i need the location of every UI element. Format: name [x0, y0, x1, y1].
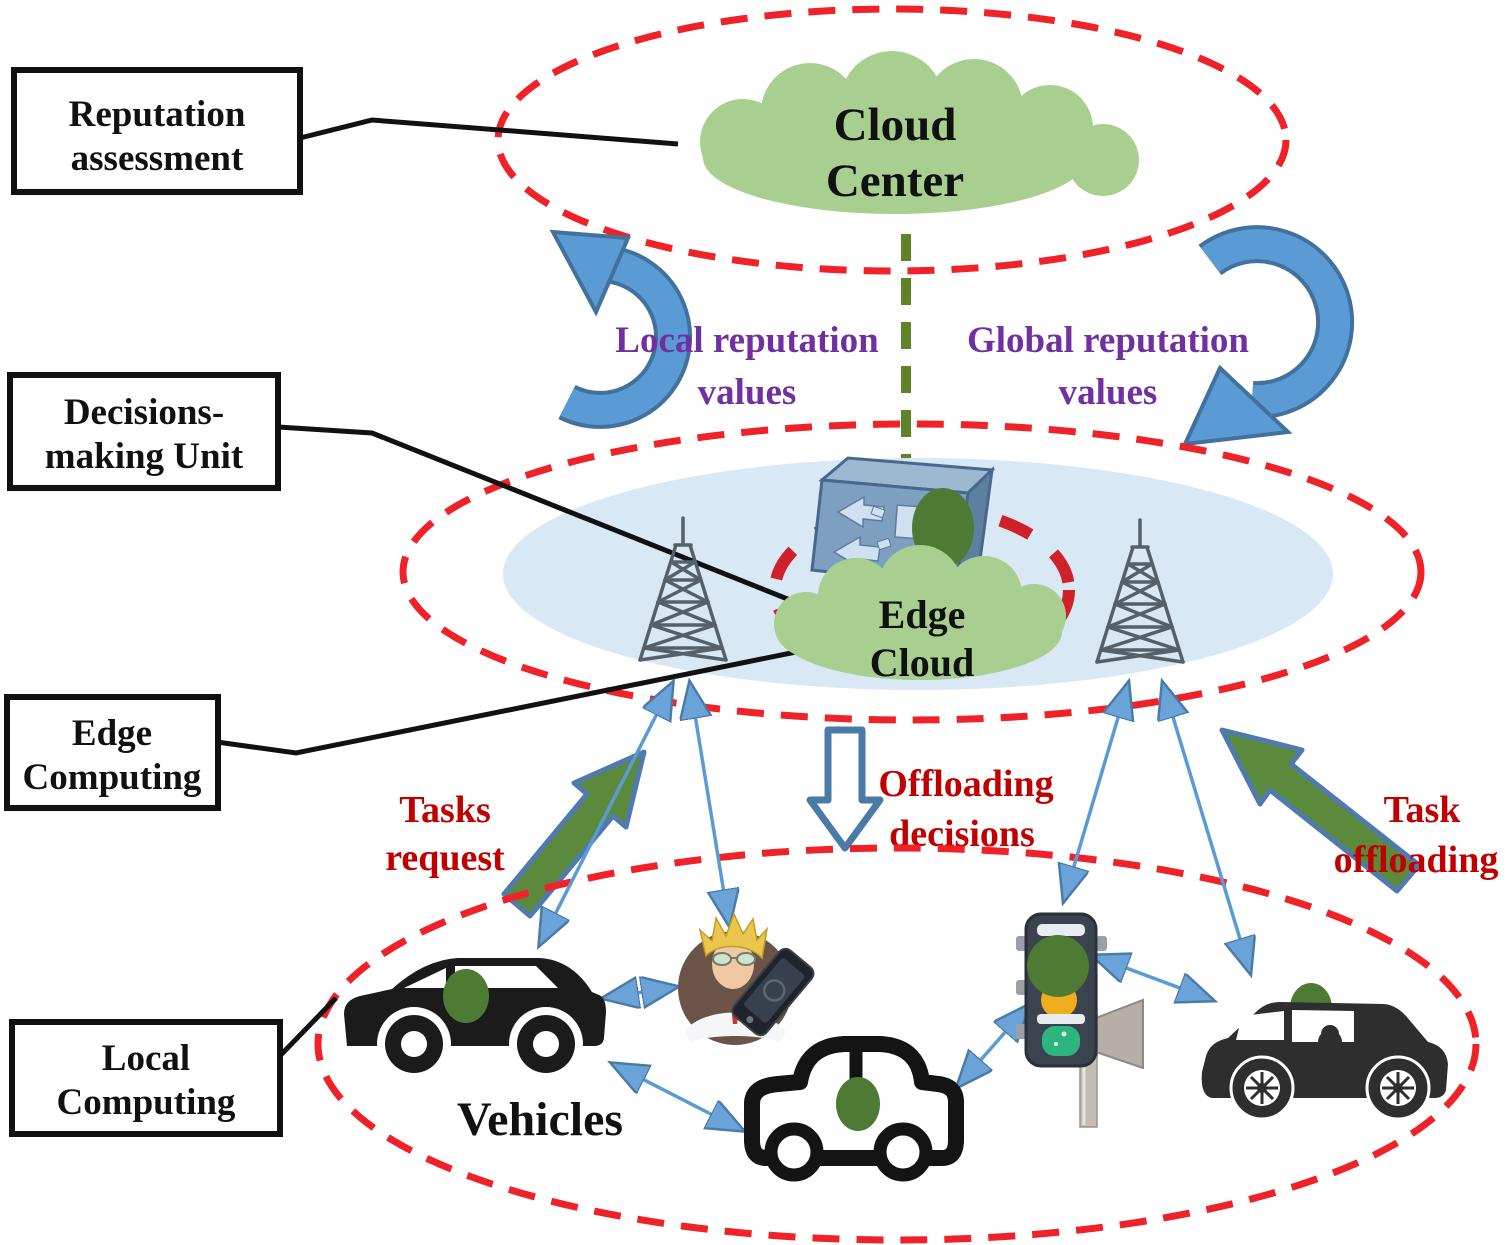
decisions-making-line2: making Unit [45, 436, 244, 477]
green-lamp [1042, 1026, 1080, 1056]
v2x-links [540, 684, 1250, 1130]
link-tower-suv [540, 684, 672, 944]
suv-reputation-badge [443, 969, 489, 1023]
local-computing-line2: Computing [57, 1082, 236, 1123]
smartphone [731, 947, 815, 1037]
edge-cloud-label-line1: Edge [879, 592, 966, 637]
traffic-light-icon [1016, 912, 1144, 1128]
hollow-down-arrow-icon [806, 726, 884, 852]
suv-car-icon [344, 958, 606, 1081]
decisions-connector-line [277, 424, 821, 615]
edge-computing-connector-line [216, 647, 807, 756]
link-suv-sedan [613, 1064, 742, 1130]
sunglasses [712, 952, 756, 966]
vehicles-layer-ellipse [314, 844, 1480, 1244]
edge-cloud-label-line2: Cloud [870, 640, 975, 685]
person-with-phone-icon [678, 912, 815, 1045]
edge-cloud-icon [774, 545, 1066, 680]
hatchback-car-icon [1201, 983, 1448, 1121]
local-reputation-line2: values [698, 372, 797, 413]
reputation-assessment-line1: Reputation [69, 94, 246, 135]
cloud-layer-ellipse [494, 5, 1290, 275]
global-reputation-line1: Global reputation [967, 320, 1249, 361]
curved-arrow-up-icon [549, 229, 693, 429]
link-trafficlight-hatchback [1094, 956, 1212, 1000]
global-reputation-label: Global reputation values [967, 320, 1249, 413]
link-suv-person [604, 987, 676, 998]
tasks-request-line1: Tasks [399, 789, 491, 831]
link-tower-trafficlight [1064, 684, 1128, 900]
speaker-horn [1095, 998, 1144, 1070]
trafficlight-reputation-badge [1027, 935, 1089, 997]
local-reputation-line1: Local reputation [615, 320, 879, 361]
edge-layer-ellipse [399, 420, 1425, 724]
reputation-assessment-line2: assessment [71, 138, 244, 179]
offloading-decisions-label: Offloading decisions [878, 763, 1053, 855]
hatchback-wheel-front [1229, 1055, 1295, 1121]
sedan-reputation-badge [836, 1077, 880, 1131]
vehicles-label: Vehicles [457, 1093, 623, 1146]
cloud-center-label-line2: Center [826, 155, 964, 207]
tasks-request-line2: request [385, 837, 505, 879]
callout-reputation-assessment: Reputation assessment [11, 67, 303, 195]
offloading-decisions-line1: Offloading [878, 763, 1053, 805]
sedan-car-outline-icon [744, 1036, 964, 1182]
callout-decisions-making-unit: Decisions- making Unit [7, 372, 281, 491]
link-tower-person [690, 684, 729, 924]
curved-arrow-down-icon [1181, 225, 1355, 447]
cloud-center-label-line1: Cloud [834, 99, 957, 151]
global-reputation-line2: values [1059, 372, 1158, 413]
reputation-connector-line [299, 117, 679, 147]
callout-edge-computing: Edge Computing [4, 694, 221, 811]
tasks-request-label: Tasks request [385, 789, 505, 879]
task-offloading-label: Task offloading [1334, 789, 1499, 881]
local-reputation-label: Local reputation values [615, 320, 879, 413]
edge-computing-line1: Edge [72, 713, 152, 754]
task-offloading-line1: Task [1384, 789, 1462, 831]
decision-unit-dashed-circle [769, 502, 1075, 678]
edge-cloud-node: Edge Cloud [774, 545, 1066, 685]
edge-computing-line2: Computing [23, 757, 202, 798]
decisions-making-line1: Decisions- [64, 392, 224, 433]
link-tower-hatchback [1163, 684, 1250, 972]
callout-local-computing: Local Computing [9, 1019, 283, 1137]
cloud-icon [700, 51, 1139, 214]
hatchback-wheel-rear [1365, 1055, 1431, 1121]
cloud-center-node: Cloud Center [700, 51, 1139, 214]
task-offloading-line2: offloading [1334, 839, 1499, 881]
local-computing-line1: Local [102, 1038, 190, 1079]
link-sedan-trafficlight [958, 1006, 1028, 1086]
